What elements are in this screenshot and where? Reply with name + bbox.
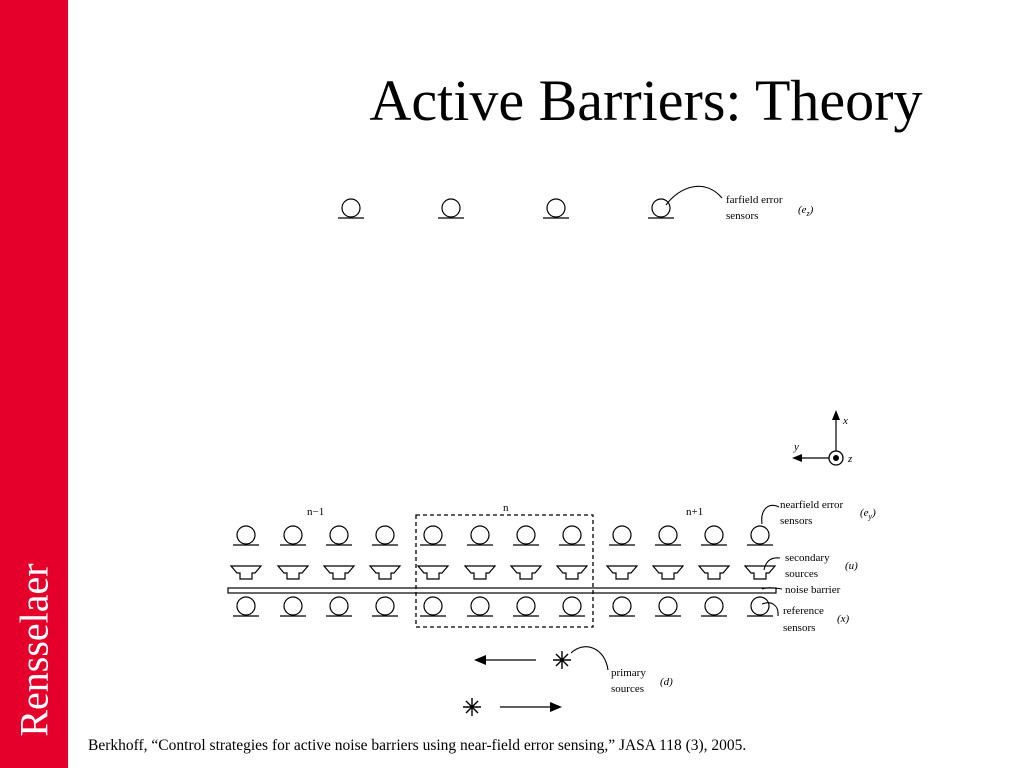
secondary-source-icon [368,565,402,580]
primary-source-star-upper [553,651,571,669]
farfield-sensor-icon [338,198,364,219]
secondary-label-line2: sources [785,568,818,580]
noise-barrier [227,587,777,594]
secondary-source-icon [229,565,263,580]
reference-sensor-icon [513,596,539,617]
reference-sensors [233,596,773,617]
reference-sensor-icon [747,596,773,617]
secondary-label-line1: secondary [785,552,830,564]
reference-sensor-icon [326,596,352,617]
nearfield-sensor-icon [233,525,259,546]
nearfield-sensor-icon [280,525,306,546]
primary-label-line1: primary [611,667,646,679]
reference-sensor-icon [280,596,306,617]
nearfield-label-line2: sensors [780,515,812,527]
segment-n-box [415,514,594,628]
nearfield-leader-line [761,504,780,525]
secondary-source-icon [651,565,685,580]
nearfield-label-line1: nearfield error [780,499,844,511]
nearfield-sensor-icon [420,525,446,546]
secondary-sources [229,565,777,580]
nearfield-sensor-icon [609,525,635,546]
secondary-leader-line [763,557,781,571]
axis-label-x: x [842,415,848,427]
farfield-sensor-icon [438,198,464,219]
reference-label-line2: sensors [783,622,815,634]
secondary-source-icon [509,565,543,580]
farfield-label-line1: farfield error [726,194,783,206]
nearfield-sensor-icon [747,525,773,546]
secondary-source-icon [276,565,310,580]
barrier-leader-line [761,587,783,590]
primary-symbol: (d) [660,676,673,688]
propagation-arrow-left [474,655,536,665]
nearfield-sensor-icon [467,525,493,546]
secondary-source-icon [322,565,356,580]
nearfield-sensor-icon [701,525,727,546]
primary-leader-line [570,646,609,671]
farfield-leader-line [665,185,723,206]
secondary-source-icon [555,565,589,580]
nearfield-sensor-icon [513,525,539,546]
reference-sensor-icon [609,596,635,617]
primary-label-line2: sources [611,683,644,695]
farfield-sensors [338,198,674,219]
secondary-source-icon [743,565,777,580]
barrier-label: noise barrier [785,584,841,596]
secondary-symbol: (u) [845,560,858,572]
reference-leader-line [761,602,779,617]
farfield-sensor-icon [543,198,569,219]
citation-footnote: Berkhoff, “Control strategies for active… [88,737,747,754]
reference-sensor-icon [559,596,585,617]
secondary-source-icon [463,565,497,580]
reference-label-line1: reference [783,605,824,617]
reference-sensor-icon [655,596,681,617]
axis-label-y: y [793,441,799,453]
nearfield-sensor-icon [559,525,585,546]
reference-sensor-icon [233,596,259,617]
farfield-label-line2: sensors [726,210,758,222]
nearfield-symbol: (ey) [860,507,876,521]
nearfield-sensor-icon [655,525,681,546]
axis-label-z: z [847,453,853,465]
nearfield-sensor-icon [372,525,398,546]
reference-sensor-icon [701,596,727,617]
nearfield-sensor-icon [326,525,352,546]
segment-label-prev: n−1 [307,506,324,518]
reference-sensor-icon [467,596,493,617]
slide-title: Active Barriers: Theory [369,68,923,133]
reference-sensor-icon [420,596,446,617]
secondary-source-icon [697,565,731,580]
secondary-source-icon [605,565,639,580]
segment-label-next: n+1 [686,506,703,518]
axis-triad: x y z [792,410,853,466]
reference-symbol: (x) [837,613,850,625]
nearfield-sensors [233,525,773,546]
primary-source-star-lower [463,698,481,716]
sidebar-band: Rensselaer [0,0,68,768]
farfield-symbol: (ez) [798,204,814,218]
secondary-source-icon [416,565,450,580]
farfield-sensor-icon [648,198,674,219]
propagation-arrow-right [500,702,562,712]
segment-label-current: n [503,502,509,514]
reference-sensor-icon [372,596,398,617]
